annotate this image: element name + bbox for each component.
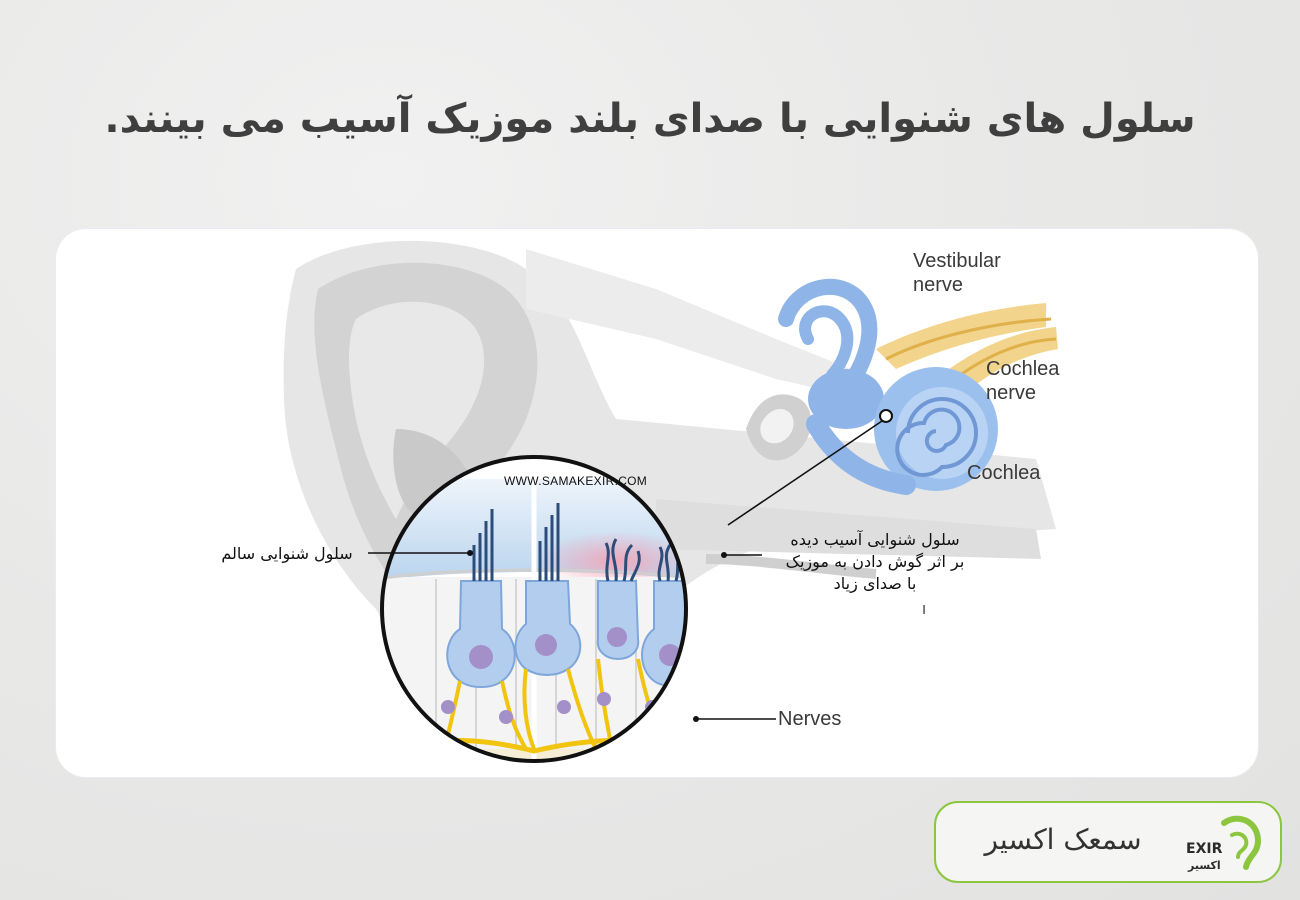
stray-mark: ا: [922, 603, 926, 617]
brand-badge[interactable]: سمعک اکسیر EXIR اکسیر: [934, 801, 1282, 883]
label-nerves: Nerves: [778, 708, 842, 730]
label-cochlea: Cochlea: [967, 462, 1041, 484]
label-damaged-hair-cell: سلول شنوایی آسیب دیده بر اثر گوش دادن به…: [785, 530, 965, 593]
label-vestibular-nerve: Vestibular nerve: [913, 250, 1001, 296]
label-healthy-hair-cell: سلول شنوایی سالم: [221, 544, 353, 563]
ear-anatomy-diagram: [283, 240, 1058, 763]
damaged-hair-cell: [596, 538, 668, 750]
ear-logo-icon: EXIR اکسیر: [1186, 815, 1262, 872]
brand-name: سمعک اکسیر: [984, 823, 1142, 856]
watermark-url: WWW.SAMAKEXIR.COM: [504, 474, 648, 488]
magnifier-circle-outline: [380, 455, 688, 763]
label-cochlea-nerve: Cochlea nerve: [986, 358, 1060, 404]
inner-ear-illustration: [778, 278, 998, 495]
logo-text-bottom: اکسیر: [1187, 859, 1221, 872]
healthy-hair-cell: [514, 503, 598, 750]
cochlea-pointer-line: [727, 420, 883, 526]
page-title: سلول های شنوایی با صدای بلند موزیک آسیب …: [104, 96, 1196, 142]
hair-cell-magnified-view: [382, 457, 686, 761]
cochlea-pointer-dot: [879, 409, 893, 423]
diagram-card: Vestibular nerve Cochlea nerve Cochlea N…: [56, 229, 1258, 777]
logo-text-top: EXIR: [1186, 841, 1223, 857]
